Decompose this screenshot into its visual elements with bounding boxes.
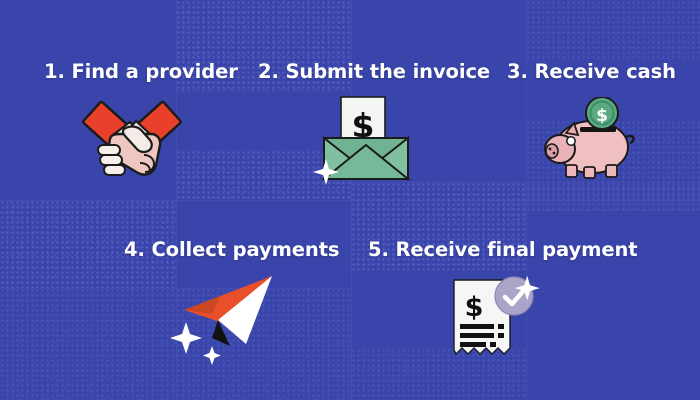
background-texture-patch <box>351 348 526 400</box>
step-3-title: 3. Receive cash <box>507 60 676 83</box>
background-texture-patch <box>176 0 351 92</box>
grid-seam <box>526 210 700 211</box>
step-4-collect-payments: 4. Collect payments <box>110 200 350 400</box>
handshake-icon <box>80 95 184 183</box>
grid-seam <box>351 182 526 183</box>
background-texture-patch <box>351 182 526 270</box>
background-texture-patch <box>526 182 700 210</box>
envelope-with-dollar-letter-icon: $ <box>312 93 420 191</box>
grid-seam <box>176 0 177 400</box>
background-texture-patch <box>0 200 176 288</box>
step-5-title: 5. Receive final payment <box>368 238 638 261</box>
background-texture-patch <box>0 288 176 400</box>
svg-text:$: $ <box>596 106 608 126</box>
step-5-receive-final-payment: 5. Receive final payment $ <box>355 200 645 400</box>
background-texture-patch <box>526 0 700 60</box>
step-2-title: 2. Submit the invoice <box>258 60 491 83</box>
piggy-bank-with-coin-icon: $ <box>544 97 642 183</box>
receipt-with-check-badge-icon: $ <box>438 272 542 372</box>
svg-text:$: $ <box>465 292 484 323</box>
grid-seam <box>526 0 527 400</box>
svg-text:$: $ <box>352 106 375 145</box>
background-texture-patch <box>176 150 351 200</box>
step-4-title: 4. Collect payments <box>124 238 340 261</box>
step-3-receive-cash: 3. Receive cash <box>490 0 700 200</box>
step-1-title: 1. Find a provider <box>44 60 238 83</box>
grid-seam <box>0 288 351 289</box>
grid-seam <box>351 0 352 400</box>
step-2-submit-the-invoice: 2. Submit the invoice $ <box>240 0 490 200</box>
grid-seam <box>0 200 700 201</box>
step-1-find-a-provider: 1. Find a provider <box>0 0 240 200</box>
paper-plane-icon <box>168 272 288 368</box>
